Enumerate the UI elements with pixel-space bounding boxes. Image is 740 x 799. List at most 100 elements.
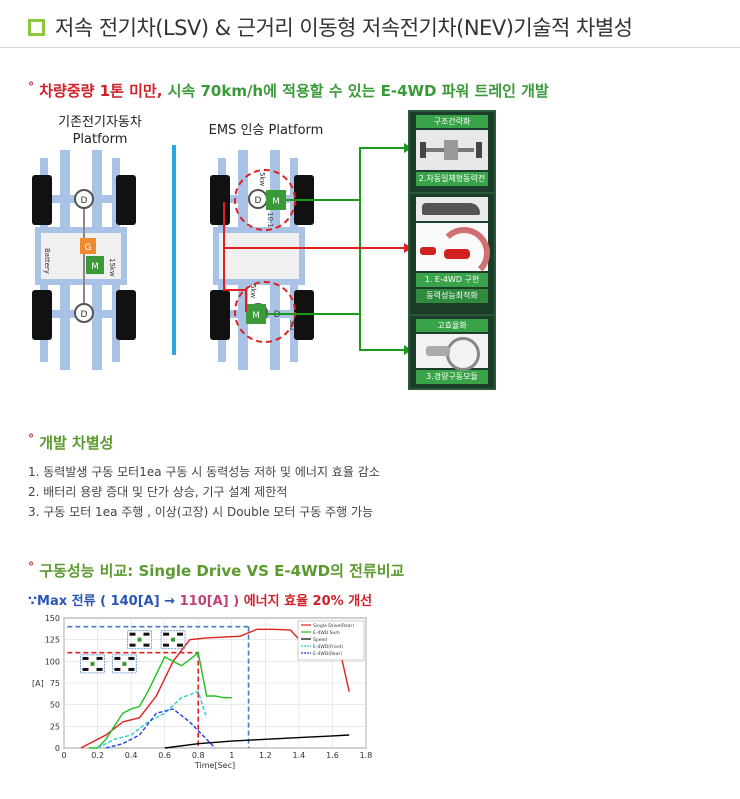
series-line-2: [164, 734, 350, 749]
right-bottom-kw-label: 5kw: [249, 284, 257, 299]
e4wd-image: [416, 223, 490, 279]
panel-lightweight-module: 고효율화 3.경량구동모듈: [408, 314, 496, 390]
connector-arrows: [223, 143, 410, 355]
section-comparison-heading: ° 구동성능 비교: Single Drive VS E-4WD의 전류비교: [28, 560, 404, 581]
series-line-1: [89, 651, 232, 749]
subtitle-red-part: 차량중량 1톤 미만,: [39, 82, 163, 100]
car-icon-single-motor: [137, 637, 142, 642]
x-tick-label: 1: [229, 751, 234, 760]
left-platform-label-line1: 기존전기자동차: [58, 115, 142, 130]
list-item: 1. 동력발생 구동 모터1ea 구동 시 동력성능 저하 및 에너지 효율 감…: [28, 465, 380, 479]
max-current-prefix: ∵Max 전류 ( 140[A] →: [28, 594, 176, 609]
car-icon-e4wd-wheel: [82, 667, 89, 671]
car-icon-single-2: [160, 630, 186, 650]
bullet: °: [28, 432, 34, 446]
left-rear-diff-label: D: [81, 310, 88, 320]
left-platform-label: 기존전기자동차 Platform: [40, 114, 160, 148]
legend-entry: E-4WD(Rear): [313, 651, 342, 657]
y-tick-label: 100: [45, 657, 60, 666]
x-tick-label: 0.6: [158, 751, 171, 760]
car-icon-e4wd-wheel: [96, 667, 103, 671]
section-differentiation-heading: ° 개발 차별성: [28, 432, 113, 453]
center-separator: [172, 145, 176, 355]
square-bullet-icon: [28, 18, 45, 36]
subtitle-green-part: 시속 70km/h에 적용할 수 있는 E-4WD 파워 트레인 개발: [167, 82, 549, 100]
y-tick-label: 50: [50, 701, 60, 710]
x-axis-label: Time[Sec]: [194, 761, 235, 770]
panel-differential-label: 2.차동일체형동력전: [416, 172, 488, 186]
right-front-motor-label: M: [272, 197, 280, 207]
panel-e4wd-label2: 동력성능최적화: [416, 289, 488, 303]
title-divider: [0, 47, 740, 48]
right-top-kw-label: 5kw: [258, 172, 266, 187]
x-tick-label: 0.8: [192, 751, 205, 760]
y-tick-label: 125: [45, 636, 60, 645]
car-icon-e4wd-wheel: [82, 656, 89, 660]
y-tick-label: 0: [55, 744, 60, 753]
car-icon-e4wd-2-motor: [122, 661, 127, 666]
car-icon-e4wd-motor: [90, 661, 95, 666]
car-icon-single-2-wheel: [163, 632, 170, 636]
list-item: 3. 구동 모터 1ea 주행 , 이상(고장) 시 Double 모터 구동 …: [28, 505, 374, 519]
left-platform-label-line2: Platform: [72, 132, 128, 147]
right-chassis: [210, 150, 314, 370]
car-icon-single-2-motor: [171, 637, 176, 642]
car-icon-single-wheel: [129, 632, 136, 636]
x-tick-label: 0: [61, 751, 66, 760]
x-tick-label: 1.8: [360, 751, 373, 760]
x-tick-label: 1.6: [326, 751, 339, 760]
car-icon-e4wd-2-wheel: [128, 656, 135, 660]
y-tick-label: 25: [50, 722, 60, 731]
x-tick-label: 1.4: [293, 751, 306, 760]
car-icon-e4wd: [80, 654, 106, 674]
page-title: 저속 전기차(LSV) & 근거리 이동형 저속전기차(NEV)기술적 차별성: [55, 16, 633, 40]
panel-differential-head: 구조간략화: [416, 115, 488, 128]
car-icon-single-wheel: [143, 632, 150, 636]
panel-e4wd: 1. E-4WD 구현 동력성능최적화: [408, 192, 496, 316]
car-icon-single-2-wheel: [163, 643, 170, 647]
left-kw-label: 15kw: [108, 258, 116, 277]
car-icon-single-2-wheel: [177, 632, 184, 636]
differential-image: [416, 130, 488, 170]
car-icon-single-wheel: [143, 643, 150, 647]
car-icon-single: [127, 630, 152, 650]
right-platform-label: EMS 인승 Platform: [208, 123, 324, 138]
generator-label: G: [85, 243, 92, 253]
x-tick-label: 0.4: [125, 751, 138, 760]
panel-differential: 구조간략화 2.차동일체형동력전: [408, 110, 496, 194]
max-current-suffix: 에너지 효율 20% 개선: [243, 594, 373, 609]
left-chassis: [32, 150, 136, 370]
car-icon-e4wd-wheel: [96, 656, 103, 660]
list-item: 2. 배터리 용량 증대 및 단가 상승, 기구 설계 제한적: [28, 485, 288, 499]
page-title-row: 저속 전기차(LSV) & 근거리 이동형 저속전기차(NEV)기술적 차별성: [28, 12, 633, 42]
y-tick-label: 150: [45, 614, 60, 623]
series-line-4: [105, 708, 216, 749]
panel-lightweight-label: 3.경량구동모듈: [416, 370, 488, 384]
right-rear-motor-label: M: [252, 311, 260, 321]
left-motor-label: M: [91, 262, 99, 272]
bullet: °: [28, 560, 34, 574]
legend-entry: E-4WD(Front): [313, 644, 343, 650]
right-front-diff-label: D: [255, 196, 262, 206]
left-front-diff-label: D: [81, 196, 88, 206]
y-axis-label: [A]: [32, 679, 44, 688]
panel-lightweight-head: 고효율화: [416, 319, 488, 332]
car-icon-e4wd-2-wheel: [128, 667, 135, 671]
gear-module-image: [416, 334, 488, 371]
platform-diagram: D D G M Battery 15kw D D M M 5kw 10:1 5k…: [32, 143, 410, 370]
section-comparison-title: 구동성능 비교: Single Drive VS E-4WD의 전류비교: [39, 562, 405, 580]
subtitle-development-goal: ° 차량중량 1톤 미만, 시속 70km/h에 적용할 수 있는 E-4WD …: [28, 80, 549, 101]
legend-entry: E-4WD Sum: [313, 630, 340, 636]
differentiation-list: 1. 동력발생 구동 모터1ea 구동 시 동력성능 저하 및 에너지 효율 감…: [28, 462, 380, 522]
legend-entry: Single Drive(Rear): [313, 623, 354, 629]
car-icon-e4wd-2-wheel: [114, 667, 121, 671]
car-icon-e4wd-2-wheel: [114, 656, 121, 660]
max-current-value: 110[A] ): [179, 594, 240, 609]
max-current-note: ∵Max 전류 ( 140[A] → 110[A] ) 에너지 효율 20% 개…: [28, 590, 372, 609]
legend-entry: Speed: [313, 637, 327, 643]
battery-label: Battery: [43, 248, 51, 274]
car-icon-single-2-wheel: [177, 643, 184, 647]
car-icon-single-wheel: [129, 643, 136, 647]
x-tick-label: 0.2: [91, 751, 104, 760]
